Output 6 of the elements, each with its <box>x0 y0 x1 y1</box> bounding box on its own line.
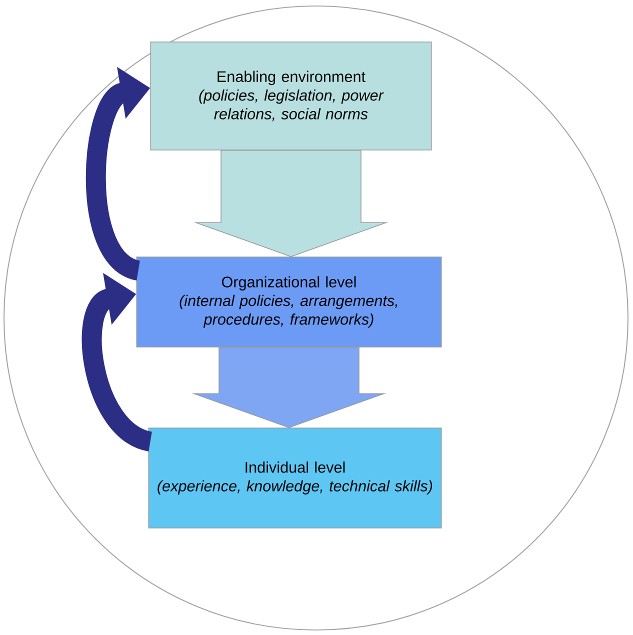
block-arrow <box>192 347 386 428</box>
level-box: Organizational level (internal policies, arrangements, procedures, frameworks) <box>136 256 442 348</box>
block-arrow <box>194 150 388 258</box>
curved-arrow <box>82 272 154 452</box>
level-box: Individual level (experience, knowledge, technical skills) <box>148 428 442 528</box>
level-box: Enabling environment (policies, legislation, power relations, social norms <box>150 42 432 150</box>
